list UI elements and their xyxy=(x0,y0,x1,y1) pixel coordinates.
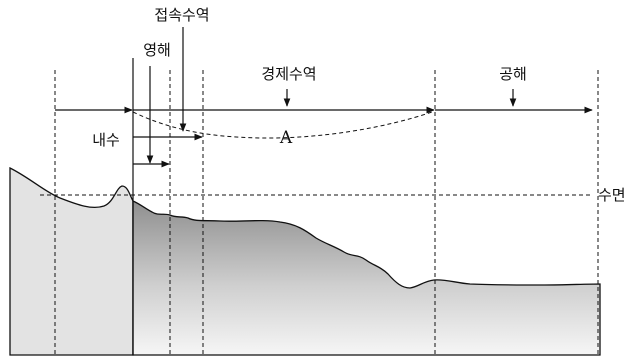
label-eez: 경제수역 xyxy=(261,65,316,83)
label-high-seas: 공해 xyxy=(499,65,527,83)
label-point-a: A xyxy=(279,128,293,148)
label-territorial-sea: 영해 xyxy=(143,41,171,59)
label-contiguous-zone: 접속수역 xyxy=(154,6,209,24)
dashed-curve-a xyxy=(132,111,433,139)
label-sea-level: 수면 xyxy=(598,186,626,204)
label-internal-waters: 내수 xyxy=(92,131,120,149)
land-mass xyxy=(9,166,134,356)
seabed-profile xyxy=(132,200,601,356)
